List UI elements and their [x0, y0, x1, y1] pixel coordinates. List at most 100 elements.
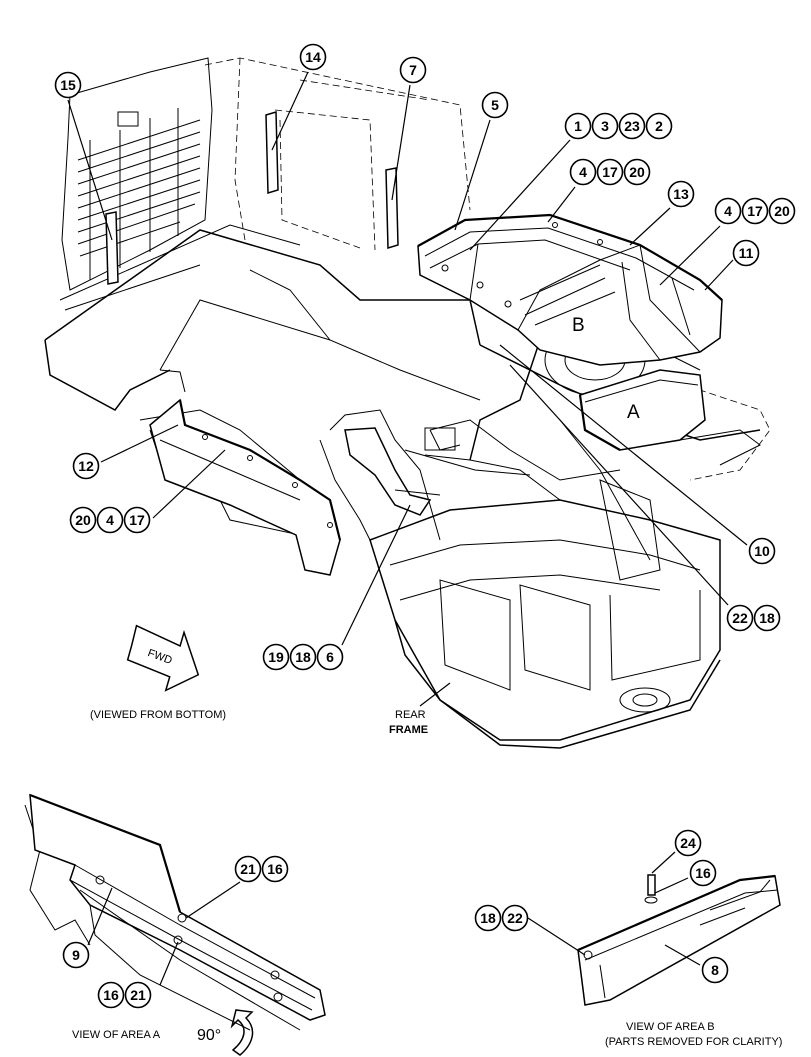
callout-number: 2: [655, 118, 663, 134]
rotation-label: 90°: [197, 1027, 221, 1044]
callout-number: 19: [268, 649, 284, 665]
callout-leader-line: [499, 344, 748, 546]
callout-bubble: [481, 91, 509, 119]
callout-number: 20: [629, 164, 645, 180]
callout-leader-line: [67, 99, 113, 241]
callout-bubble: [234, 855, 262, 883]
callout-10: 10: [499, 344, 776, 565]
callout-bubble: [732, 239, 760, 267]
callout-number: 4: [724, 203, 732, 219]
view-area-a-drawing: [24, 793, 326, 1031]
callout-number: 22: [732, 610, 748, 626]
callout-bubble: [124, 981, 152, 1009]
callout-14: 14: [271, 43, 327, 151]
fwd-arrow: FWD: [126, 624, 200, 692]
callout-leader-line: [651, 851, 676, 874]
callout-number: 4: [579, 164, 587, 180]
callout-number: 16: [103, 987, 119, 1003]
callout-leader-line: [391, 84, 411, 201]
callout-bubble: [674, 829, 702, 857]
callout-leader-line: [454, 119, 491, 231]
callout-bubble: [596, 158, 624, 186]
callout-13: 13: [629, 180, 695, 246]
callout-leader-line: [547, 186, 576, 223]
callout-bubble: [753, 604, 781, 632]
callout-number: 17: [747, 203, 763, 219]
callout-leader-line: [664, 944, 701, 966]
fwd-label: FWD: [146, 647, 174, 667]
callout-12: 12: [72, 424, 179, 480]
callout-bubble: [623, 158, 651, 186]
area-b-letter: B: [572, 315, 585, 336]
callout-bubble: [501, 904, 529, 932]
viewed-from-bottom-caption: (VIEWED FROM BOTTOM): [90, 709, 226, 721]
callout-22-18: 22 18: [509, 364, 781, 632]
part-14-rod: [265, 110, 279, 195]
callout-number: 18: [759, 610, 775, 626]
callout-leader-line: [152, 449, 226, 519]
rear-label: REAR: [395, 709, 426, 721]
callout-bubble: [474, 904, 502, 932]
callout-number: 4: [106, 512, 114, 528]
callout-number: 10: [754, 543, 770, 559]
callout-8: 8: [664, 944, 729, 984]
duct-assembly-upper: [417, 213, 723, 366]
callout-leader-line: [509, 364, 729, 606]
callout-bubble: [299, 43, 327, 71]
callout-number: 6: [326, 649, 334, 665]
callout-bubble: [262, 643, 290, 671]
callout-number: 15: [60, 77, 76, 93]
callout-number: 14: [305, 49, 321, 65]
callout-leader-line: [704, 259, 734, 291]
duct-area-a: [578, 369, 706, 451]
callout-leader-line: [271, 71, 309, 151]
callout-bubble: [69, 506, 97, 534]
callout-bubble: [618, 112, 646, 140]
callout-bubble: [316, 643, 344, 671]
part-15-rod: [105, 211, 119, 285]
callout-bubble: [714, 197, 742, 225]
callout-leader-line: [159, 941, 179, 986]
callout-7: 7: [391, 56, 427, 201]
callout-leader-line: [629, 207, 671, 246]
callout-bubble: [591, 112, 619, 140]
duct-left-lower: [149, 398, 342, 576]
callout-24: 24: [651, 829, 702, 874]
parts-removed-caption: (PARTS REMOVED FOR CLARITY): [605, 1036, 782, 1048]
view-area-b-caption: VIEW OF AREA B: [626, 1021, 715, 1033]
frame-label: FRAME: [389, 724, 428, 736]
callout-bubble: [123, 506, 151, 534]
callout-number: 24: [680, 835, 696, 851]
callout-number: 17: [602, 164, 618, 180]
callout-leader-line: [100, 424, 179, 463]
callout-number: 8: [711, 962, 719, 978]
callout-bubble: [72, 452, 100, 480]
callout-number: 18: [480, 910, 496, 926]
callout-number: 3: [601, 118, 609, 134]
callout-number: 5: [491, 97, 499, 113]
callout-number: 11: [739, 245, 754, 261]
callout-bubble: [768, 197, 796, 225]
callout-number: 20: [774, 203, 790, 219]
callout-bubble: [96, 506, 124, 534]
callout-number: 16: [695, 865, 711, 881]
callout-11: 11: [704, 239, 760, 291]
callout-bubble: [701, 956, 729, 984]
callout-number: 12: [78, 458, 94, 474]
callout-15: 15: [54, 71, 113, 241]
callout-bubble: [54, 71, 82, 99]
callout-bubble: [399, 56, 427, 84]
view-area-a-caption: VIEW OF AREA A: [72, 1029, 161, 1041]
callout-leader-line: [341, 504, 411, 646]
callout-bubble: [726, 604, 754, 632]
callout-number: 20: [75, 512, 91, 528]
rotation-arrow-icon: [230, 1009, 254, 1056]
callout-bubble: [62, 941, 90, 969]
